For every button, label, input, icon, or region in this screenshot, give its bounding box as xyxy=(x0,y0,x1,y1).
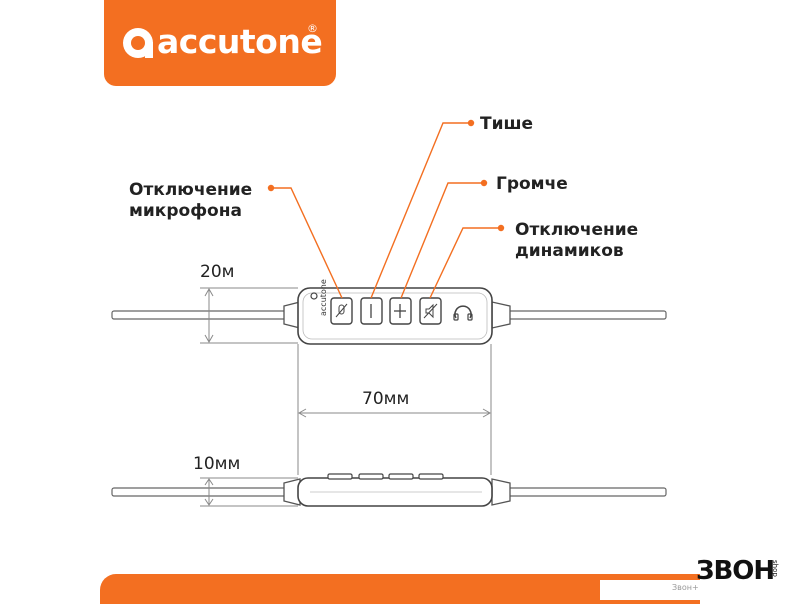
label-mic-mute-line2: микрофона xyxy=(129,201,242,221)
brand-name: accutone xyxy=(157,22,323,61)
side-cable-right xyxy=(507,487,667,497)
dimension-height xyxy=(200,287,298,344)
side-button-1 xyxy=(327,473,353,480)
side-button-3 xyxy=(388,473,414,480)
callout-mic-mute xyxy=(267,184,343,299)
controller-print: accutone xyxy=(319,279,328,316)
side-button-4 xyxy=(418,473,444,480)
callout-speaker-mute xyxy=(429,224,505,299)
strain-relief-right xyxy=(491,301,511,329)
dimension-height-label: 20м xyxy=(200,262,235,282)
label-speaker-mute: Отключение динамиков xyxy=(515,220,638,262)
cable-right xyxy=(507,310,667,320)
controller-top-view: accutone xyxy=(111,279,667,345)
brand-registered-mark: ® xyxy=(307,22,318,35)
controller-logo-icon xyxy=(310,292,318,300)
dimension-thickness-label: 10мм xyxy=(193,454,241,474)
store-logo: ЗВОН xyxy=(696,556,775,586)
side-button-2 xyxy=(358,473,384,480)
headphone-icon xyxy=(453,305,473,321)
label-mic-mute-line1: Отключение xyxy=(129,180,253,200)
label-speaker-mute-line2: динамиков xyxy=(515,241,624,261)
plus-icon xyxy=(394,304,406,318)
label-volume-up: Громче xyxy=(496,174,568,194)
label-speaker-mute-line1: Отключение xyxy=(515,220,639,240)
speaker-mute-icon xyxy=(423,303,438,319)
callout-volume-up xyxy=(400,179,488,299)
footer-note-box: Звон+ xyxy=(600,580,700,600)
dimension-length-label: 70мм xyxy=(362,389,410,409)
dimension-thickness xyxy=(200,477,298,507)
side-cable-left xyxy=(111,487,287,497)
cable-left xyxy=(111,310,287,320)
mic-mute-icon xyxy=(335,303,348,318)
label-mic-mute: Отключение микрофона xyxy=(129,180,252,222)
store-logo-sub: shop xyxy=(771,560,779,577)
label-volume-down: Тише xyxy=(480,114,534,134)
controller-side-view xyxy=(111,473,667,507)
footer-note: Звон+ xyxy=(672,583,699,592)
dimension-length xyxy=(297,344,492,475)
callout-volume-down xyxy=(370,119,475,299)
